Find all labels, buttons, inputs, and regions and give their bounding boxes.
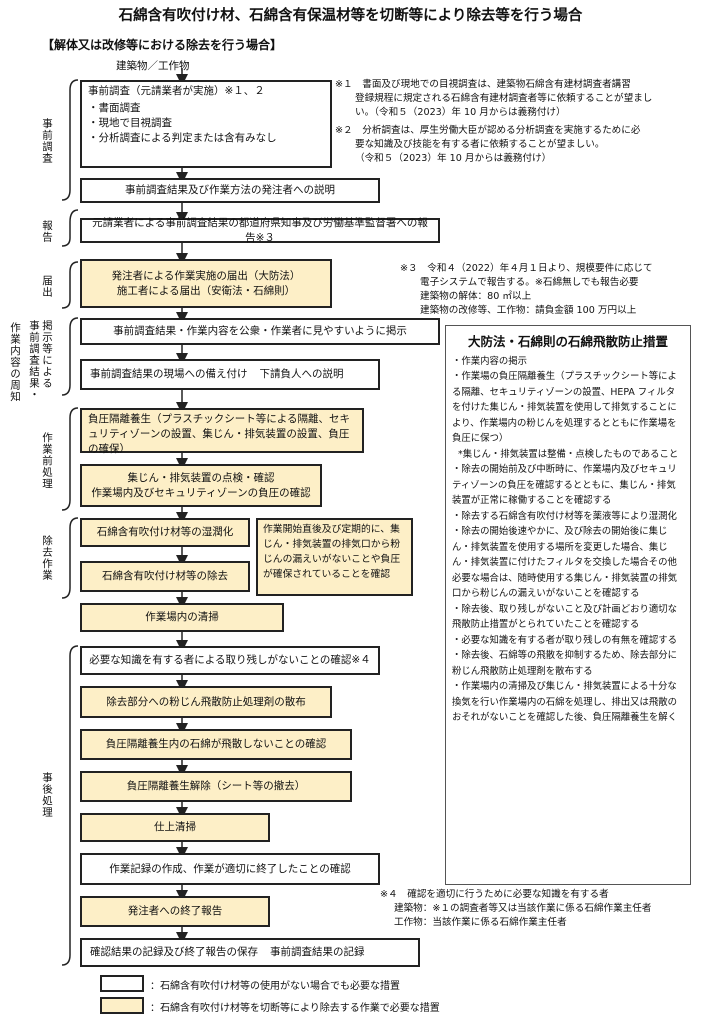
measures-title: 大防法・石綿則の石綿飛散防止措置 bbox=[467, 334, 668, 349]
note-4-line: 建築物：※１の調査者等又は当該作業に係る石綿作業主任者 bbox=[394, 903, 652, 914]
box-explain-client: 事前調査結果及び作業方法の発注者への説明 bbox=[80, 178, 380, 203]
label-pre-survey: 事前調査 bbox=[41, 118, 53, 164]
box-record-storage: 確認結果の記録及び終了報告の保存 事前調査結果の記録 bbox=[80, 938, 420, 967]
label-pre-treatment: 作業前処理 bbox=[41, 432, 53, 490]
note-3-line: ※３ 令和４（2022）年４月１日より、規模要件に応じて bbox=[400, 263, 653, 274]
note-2: ※２ 分析調査は、厚生労働大臣が認める分析調査を実施するために必 要な知識及び技… bbox=[335, 124, 697, 166]
box-leak-check: 作業開始直後及び定期的に、集じん・排気装置の排気口から粉じんの漏えいがないことや… bbox=[256, 518, 413, 596]
box-report-authority: 元請業者による事前調査結果の都道府県知事及び労働基準監督署への報告※３ bbox=[80, 217, 440, 244]
notification-line-2: 施工者による届出（安衛法・石綿則） bbox=[116, 284, 296, 297]
equipment-check-line-1: 集じん・排気装置の点検・確認 bbox=[127, 471, 275, 484]
note-4-line: ※４ 確認を適切に行うために必要な知識を有する者 bbox=[380, 889, 609, 900]
measure-item: *集じん・排気装置は整備・点検したものであること bbox=[458, 448, 679, 460]
survey-result-record-text: 事前調査結果の記録 bbox=[270, 946, 365, 958]
box-wetting: 石綿含有吹付け材等の湿潤化 bbox=[80, 518, 250, 547]
measure-item: ・作業場の負圧隔離養生（プラスチックシート等による隔離、セキュリティゾーンの設置… bbox=[452, 371, 677, 444]
note-3-line: 建築物の改修等、工作物：請負金額 100 万円以上 bbox=[420, 305, 637, 316]
legend-yellow-text: ：石綿含有吹付け材等を切断等により除去する作業で必要な措置 bbox=[150, 1003, 440, 1014]
legend-white-swatch bbox=[100, 975, 144, 992]
onsite-record-text: 事前調査結果の現場への備え付け bbox=[90, 368, 248, 380]
measure-item: ・除去する石綿含有吹付け材等を薬液等により湿潤化 bbox=[452, 510, 677, 522]
box-final-cleaning: 仕上清掃 bbox=[80, 813, 270, 842]
note-4: ※４ 確認を適切に行うために必要な知識を有する者 建築物：※１の調査者等又は当該… bbox=[380, 888, 698, 930]
box-public-posting: 事前調査結果・作業内容を公衆・作業者に見やすいように掲示 bbox=[80, 318, 440, 345]
measure-item: ・作業場内の清掃及び集じん・排気装置による十分な換気を行い作業場内の石綿を処理し… bbox=[452, 681, 678, 723]
note-4-line: 工作物：当該作業に係る石綿作業主任者 bbox=[394, 917, 567, 928]
note-2-line: ※２ 分析調査は、厚生労働大臣が認める分析調査を実施するために必 bbox=[335, 125, 641, 136]
record-storage-text: 確認結果の記録及び終了報告の保存 bbox=[90, 946, 258, 958]
measure-item: ・除去の開始前及び中断時に、作業場内及びセキュリティゾーンの負圧を確認するととも… bbox=[452, 464, 677, 506]
note-1-line: い。（令和５（2023）年 10 月からは義務付け） bbox=[355, 107, 566, 118]
measure-item: ・除去の開始後速やかに、及び除去の開始後に集じん・排気装置を使用する場所を変更し… bbox=[452, 526, 678, 599]
legend-yellow-swatch bbox=[100, 997, 144, 1014]
note-1: ※１ 書面及び現地での目視調査は、建築物石綿含有建材調査者講習 登録規程に規定さ… bbox=[335, 78, 697, 120]
box-no-scatter-check: 負圧隔離養生内の石綿が飛散しないことの確認 bbox=[80, 729, 352, 760]
box-cleaning: 作業場内の清掃 bbox=[80, 603, 284, 632]
note-3-line: 電子システムで報告する。※石綿無しでも報告必要 bbox=[420, 277, 639, 288]
page-title: 石綿含有吹付け材、石綿含有保温材等を切断等により除去等を行う場合 bbox=[118, 8, 583, 24]
box-pre-survey: 事前調査（元請業者が実施）※１、２ ・書面調査 ・現地で目視調査 ・分析調査によ… bbox=[80, 80, 332, 168]
notification-line-1: 発注者による作業実施の届出（大防法） bbox=[111, 269, 301, 282]
label-report: 報告 bbox=[41, 220, 53, 243]
box-work-record: 作業記録の作成、作業が適切に終了したことの確認 bbox=[80, 853, 380, 885]
label-removal: 除去作業 bbox=[41, 535, 53, 581]
label-notification: 届出 bbox=[41, 275, 53, 298]
pre-survey-item: ・現地で目視調査 bbox=[88, 117, 172, 129]
section-subtitle: 【解体又は改修等における除去を行う場合】 bbox=[42, 38, 283, 52]
box-onsite-record: 事前調査結果の現場への備え付け 下請負人への説明 bbox=[80, 359, 380, 390]
label-publicize-1: 掲示等による bbox=[41, 320, 53, 389]
measure-item: ・除去後、石綿等の飛散を抑制するため、除去部分に粉じん飛散防止処理剤を散布する bbox=[452, 650, 678, 677]
box-completion-report: 発注者への終了報告 bbox=[80, 896, 270, 927]
measure-item: ・必要な知識を有する者が取り残しの有無を確認する bbox=[452, 634, 678, 646]
box-negative-pressure-isolation: 負圧隔離養生（プラスチックシート等による隔離、セキュリティゾーンの設置、集じん・… bbox=[80, 408, 364, 455]
subcontractor-explain-text: 下請負人への説明 bbox=[259, 368, 344, 380]
box-removal: 石綿含有吹付け材等の除去 bbox=[80, 561, 250, 592]
pre-survey-item: ・分析調査による判定または含有みなし bbox=[88, 132, 277, 144]
box-isolation-release: 負圧隔離養生解除（シート等の撤去） bbox=[80, 771, 352, 802]
label-post-treatment: 事後処理 bbox=[41, 772, 53, 818]
box-suppressant-spray: 除去部分への粉じん飛散防止処理剤の散布 bbox=[80, 686, 332, 718]
note-3: ※３ 令和４（2022）年４月１日より、規模要件に応じて 電子システムで報告する… bbox=[400, 262, 698, 318]
pre-survey-title: 事前調査（元請業者が実施）※１、２ bbox=[88, 85, 265, 97]
measure-item: ・除去後、取り残しがないこと及び計画どおり適切な飛散防止措置がとられていたことを… bbox=[452, 603, 678, 631]
box-notification: 発注者による作業実施の届出（大防法） 施工者による届出（安衛法・石綿則） bbox=[80, 259, 332, 308]
pre-survey-item: ・書面調査 bbox=[88, 102, 141, 114]
note-1-line: ※１ 書面及び現地での目視調査は、建築物石綿含有建材調査者講習 bbox=[335, 79, 631, 90]
note-2-line: （令和５（2023）年 10 月からは義務付け） bbox=[355, 153, 552, 164]
label-publicize-2: 事前調査結果・ bbox=[28, 320, 40, 401]
note-3-line: 建築物の解体：80 ㎡以上 bbox=[420, 291, 532, 302]
measures-panel: 大防法・石綿則の石綿飛散防止措置 ・作業内容の掲示 ・作業場の負圧隔離養生（プラ… bbox=[445, 325, 691, 885]
measure-item: ・作業内容の掲示 bbox=[452, 355, 528, 367]
box-leftover-check: 必要な知識を有する者による取り残しがないことの確認※４ bbox=[80, 646, 380, 675]
label-publicize-3: 作業内容の周知 bbox=[9, 322, 21, 403]
note-1-line: 登録規程に規定される石綿含有建材調査者等に依頼することが望まし bbox=[355, 93, 653, 104]
note-2-line: 要な知識及び技能を有する者に依頼することが望ましい。 bbox=[355, 139, 605, 150]
box-equipment-check: 集じん・排気装置の点検・確認 作業場内及びセキュリティゾーンの負圧の確認 bbox=[80, 464, 322, 507]
flow-start-caption: 建築物／工作物 bbox=[116, 60, 190, 72]
legend-white-text: ：石綿含有吹付け材等の使用がない場合でも必要な措置 bbox=[150, 981, 400, 992]
equipment-check-line-2: 作業場内及びセキュリティゾーンの負圧の確認 bbox=[91, 486, 311, 499]
